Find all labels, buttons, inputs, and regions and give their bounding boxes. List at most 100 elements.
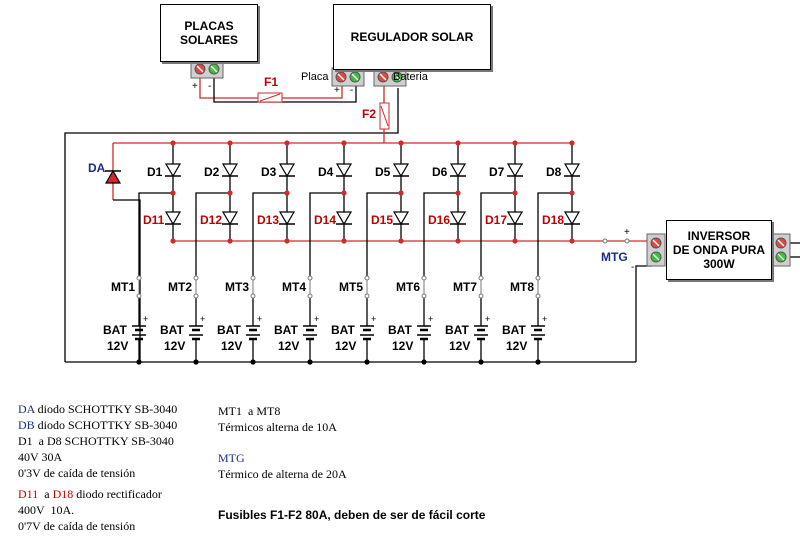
diode-d17-body [506,211,524,226]
diode-d13-body [278,211,296,226]
diode-d8 [563,163,581,178]
label-d2: D2 [204,165,220,179]
label-mt8: MT8 [510,280,534,294]
bus-junction-7 [512,238,518,244]
battery-7: + [474,314,490,341]
label-d18: D18 [542,213,564,227]
branch-wire-1 [138,192,173,278]
label-d4: D4 [318,165,334,179]
diode-d7 [506,163,524,178]
label-bat-5: BAT [331,323,355,337]
diode-d11 [164,211,182,226]
diode-d15-body [392,211,410,226]
diode-d4-body [335,163,353,178]
breaker-mt4-contact-bottom [307,293,313,299]
top-junction-2 [227,140,233,146]
label-12v-6: 12V [392,339,413,353]
legend-d1-rating: 40V 30A [18,450,63,464]
diode-d15 [392,211,410,226]
fuse-f1-element [259,93,281,102]
da-diode [104,169,122,184]
legend-db-text: diodo SCHOTTKY SB-3040 [34,418,178,432]
label-bat-1: BAT [103,323,127,337]
battery-6: + [417,314,433,341]
mid-junction-6 [455,190,461,196]
breaker-mt3 [250,275,256,299]
top-junction-4 [341,140,347,146]
label-mt1: MT1 [111,280,135,294]
inversor-input-terminal-red-screw [650,237,662,249]
diode-d16-body [449,211,467,226]
legend-d18-label: D18 [52,487,74,501]
diode-d18-body [563,211,581,226]
breaker-mt5-contact-bottom [364,293,370,299]
breaker-mt5 [364,275,370,299]
legend-d1-text: D1 a D8 SCHOTTKY SB-3040 [18,434,174,448]
label-da: DA [88,161,106,175]
diode-d1 [164,163,182,178]
battery-8-plus-sign: + [542,314,547,324]
breaker-mt7-contact-top [478,275,484,281]
inversor-output-terminal [771,233,791,267]
legend-d11-mid: a [38,487,53,501]
placa-positive-wire [282,84,343,99]
label-f2: F2 [362,107,376,121]
label-mt2: MT2 [168,280,192,294]
label-d11: D11 [143,213,165,227]
label-bat-4: BAT [274,323,298,337]
battery-7-plus-sign: + [485,314,490,324]
label-placa: Placa [301,71,329,83]
bus-junction-1 [170,238,176,244]
breaker-mt7 [478,275,484,299]
legend-mtg-text: Térmico de alterna de 20A [218,467,347,481]
bus-junction-2 [227,238,233,244]
bottom-junction-3 [250,359,256,365]
breaker-mt7-contact-bottom [478,293,484,299]
label-placa-minus: - [350,85,353,96]
legend-d1-drop: 0'3V de caída de tensión [18,466,136,480]
diode-d1-body [164,163,182,178]
legend-da-label: DA [18,402,35,416]
breaker-mt6-contact-top [421,275,427,281]
diode-d2-body [221,163,239,178]
label-d5: D5 [375,165,391,179]
bottom-junction-1 [136,359,142,365]
label-bat-3: BAT [217,323,241,337]
label-inv-minus: - [631,262,634,273]
bus-junction-5 [398,238,404,244]
diode-d14-body [335,211,353,226]
legend-d11-rating: 400V 10A. [18,503,75,517]
breaker-mt1-contact-top [136,275,142,281]
legend-mt-title: MT1 a MT8 [218,404,281,418]
diode-d8-body [563,163,581,178]
panel-positive-wire [199,78,258,99]
panel-negative-wire [213,78,357,103]
legend-rectifier: D11 a D18 diodo rectificador 400V 10A. 0… [18,470,162,534]
breaker-mt2 [193,275,199,299]
diode-d12 [221,211,239,226]
fuse-note: Fusibles F1-F2 80A, deben de ser de fáci… [218,508,486,522]
top-junction-7 [512,140,518,146]
diode-d6-body [449,163,467,178]
label-12v-3: 12V [221,339,242,353]
mid-junction-8 [569,190,575,196]
mid-junction-1 [170,190,176,196]
mid-junction-4 [341,190,347,196]
bus-junction-4 [341,238,347,244]
top-junction-1 [170,140,176,146]
components: ++++++++ [104,59,791,365]
label-d7: D7 [489,165,505,179]
placa-input-terminal [331,67,365,87]
label-f1: F1 [264,75,278,89]
placas-terminal-green-screw [208,63,220,75]
mid-junction-7 [512,190,518,196]
branch-wire-7 [480,192,515,278]
inversor-input-terminal [646,233,666,267]
branch-wire-2 [195,192,230,278]
legend-d11-drop: 0'7V de caída de tensión [18,519,136,533]
top-junction-8 [569,140,575,146]
placas-terminal-red-screw [194,63,206,75]
battery-5-plus-sign: + [371,314,376,324]
fuse-f2-element [380,105,389,127]
